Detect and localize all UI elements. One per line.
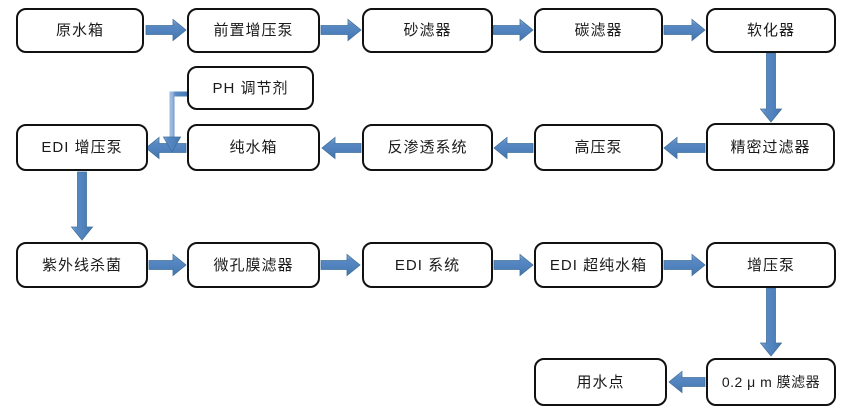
arrow-carbon-to-softener xyxy=(663,18,706,42)
node-edi-ultrapure-water-tank: EDI 超纯水箱 xyxy=(534,242,663,288)
node-raw-water-tank-label: 原水箱 xyxy=(55,22,104,39)
node-high-pressure-pump: 高压泵 xyxy=(534,124,663,171)
node-point-of-use-label: 用水点 xyxy=(576,373,625,391)
node-softener-label: 软化器 xyxy=(746,22,795,39)
node-booster-pump-label: 增压泵 xyxy=(746,256,795,274)
node-precision-filter: 精密过滤器 xyxy=(706,123,835,171)
arrow-ultrapure-tank-to-booster xyxy=(663,253,706,277)
arrow-sand-to-carbon-filter xyxy=(492,18,534,42)
arrow-precision-filter-to-hp-pump xyxy=(663,136,706,160)
node-point-of-use: 用水点 xyxy=(534,358,667,406)
node-uv-sterilizer-label: 紫外线杀菌 xyxy=(41,256,122,274)
arrow-microporous-to-edi-system xyxy=(320,253,361,277)
connector-ph-adjuster-elbow xyxy=(169,91,188,138)
node-high-pressure-pump-label: 高压泵 xyxy=(574,139,623,156)
arrow-membrane-filter-to-point-of-use xyxy=(668,370,706,394)
node-raw-water-tank: 原水箱 xyxy=(16,8,144,53)
node-pure-water-tank: 纯水箱 xyxy=(187,124,320,171)
arrow-booster-to-membrane-filter xyxy=(759,287,783,357)
node-ph-adjuster: PH 调节剂 xyxy=(187,66,314,110)
node-carbon-filter: 碳滤器 xyxy=(534,8,663,53)
node-edi-booster-pump: EDI 增压泵 xyxy=(16,124,148,171)
arrow-ro-system-to-pure-tank xyxy=(321,136,362,160)
arrow-pure-tank-to-edi-pump xyxy=(145,136,187,160)
node-pre-booster-pump-label: 前置增压泵 xyxy=(213,22,294,39)
node-softener: 软化器 xyxy=(706,8,836,53)
arrow-edi-system-to-ultrapure-tank xyxy=(493,253,534,277)
arrow-edi-pump-to-uv xyxy=(70,171,94,241)
node-edi-ultrapure-water-tank-label: EDI 超纯水箱 xyxy=(549,256,648,274)
arrow-raw-water-to-pre-pump xyxy=(145,18,187,42)
node-microporous-membrane-filter-label: 微孔膜滤器 xyxy=(213,256,294,274)
node-microporous-membrane-filter: 微孔膜滤器 xyxy=(187,242,320,288)
node-membrane-filter-0-2um: 0.2 μ m 膜滤器 xyxy=(706,358,836,406)
node-edi-system: EDI 系统 xyxy=(362,242,493,288)
node-pre-booster-pump: 前置增压泵 xyxy=(187,8,320,53)
node-ro-system-label: 反渗透系统 xyxy=(387,139,468,156)
node-carbon-filter-label: 碳滤器 xyxy=(574,22,623,39)
arrowhead-ph-adjuster xyxy=(162,136,182,153)
arrow-softener-to-precision-filter xyxy=(759,52,783,123)
arrow-uv-to-microporous-filter xyxy=(148,253,187,277)
node-edi-system-label: EDI 系统 xyxy=(394,256,461,274)
node-ro-system: 反渗透系统 xyxy=(362,124,493,171)
node-uv-sterilizer: 紫外线杀菌 xyxy=(16,242,148,288)
node-sand-filter-label: 砂滤器 xyxy=(403,22,452,39)
node-pure-water-tank-label: 纯水箱 xyxy=(229,139,278,156)
node-sand-filter: 砂滤器 xyxy=(362,8,493,53)
node-precision-filter-label: 精密过滤器 xyxy=(730,138,811,156)
node-edi-booster-pump-label: EDI 增压泵 xyxy=(41,139,123,156)
node-ph-adjuster-label: PH 调节剂 xyxy=(212,79,289,97)
node-booster-pump: 增压泵 xyxy=(706,242,836,288)
node-membrane-filter-0-2um-label: 0.2 μ m 膜滤器 xyxy=(721,374,821,390)
arrow-hp-pump-to-ro-system xyxy=(493,136,534,160)
arrow-pre-pump-to-sand-filter xyxy=(320,18,362,42)
